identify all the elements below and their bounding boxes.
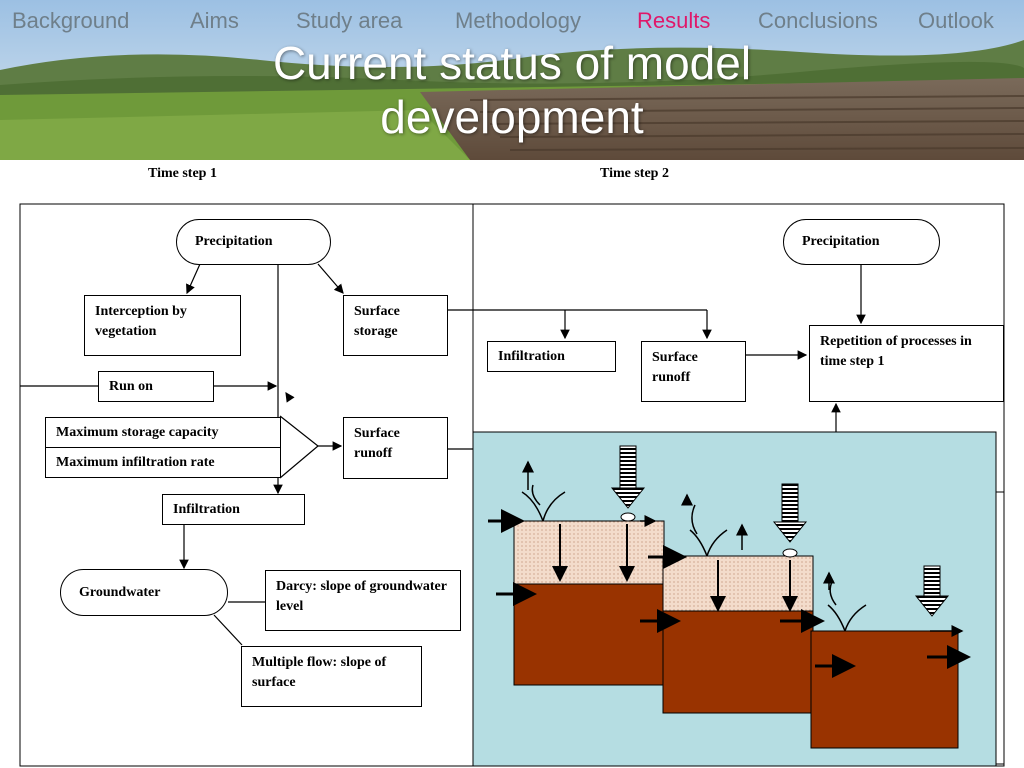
slide-title-line-1: Current status of model xyxy=(272,37,752,89)
ts1-precipitation-label: Precipitation xyxy=(195,234,273,249)
nav-item-aims[interactable]: Aims xyxy=(190,8,239,33)
ts1-surface-storage-node: Surface storage xyxy=(343,295,448,356)
ts1-multiple-flow-node: Multiple flow: slope of surface xyxy=(241,646,422,707)
ts1-infiltration-node: Infiltration xyxy=(162,494,305,525)
time-step-1-label: Time step 1 xyxy=(148,166,217,181)
ts2-repetition-node: Repetition of processes in time step 1 xyxy=(809,325,1004,402)
nav-item-study-area[interactable]: Study area xyxy=(296,8,403,33)
ts1-surface-runoff-node: Surface runoff xyxy=(343,417,448,479)
soil-illustration xyxy=(472,431,1005,767)
slide-title-line-2: development xyxy=(380,91,644,143)
nav-item-conclusions[interactable]: Conclusions xyxy=(758,8,878,33)
ts1-max-infiltration-node: Maximum infiltration rate xyxy=(45,447,281,478)
ts1-interception-node: Interception by vegetation xyxy=(84,295,241,356)
ts1-groundwater-label: Groundwater xyxy=(79,584,161,600)
ts1-precipitation-node: Precipitation xyxy=(176,219,331,265)
ts1-max-storage-node: Maximum storage capacity xyxy=(45,417,281,448)
ts1-run-on-node: Run on xyxy=(98,371,214,402)
ts2-precipitation-node: Precipitation xyxy=(783,219,940,265)
header-banner xyxy=(0,0,1024,160)
ts2-surface-runoff-node: Surface runoff xyxy=(641,341,746,402)
nav-item-background[interactable]: Background xyxy=(12,8,130,33)
slide-title: Current status of model development xyxy=(0,36,1024,144)
ts2-precipitation-label: Precipitation xyxy=(802,234,880,249)
nav-item-methodology[interactable]: Methodology xyxy=(455,8,581,33)
time-step-2-label: Time step 2 xyxy=(600,166,669,181)
landscape-photo xyxy=(0,0,1024,160)
ts1-groundwater-node: Groundwater xyxy=(60,569,228,616)
nav-item-results[interactable]: Results xyxy=(637,8,711,33)
nav-item-outlook[interactable]: Outlook xyxy=(918,8,994,33)
ts2-infiltration-node: Infiltration xyxy=(487,341,616,372)
ts1-darcy-node: Darcy: slope of groundwater level xyxy=(265,570,461,631)
